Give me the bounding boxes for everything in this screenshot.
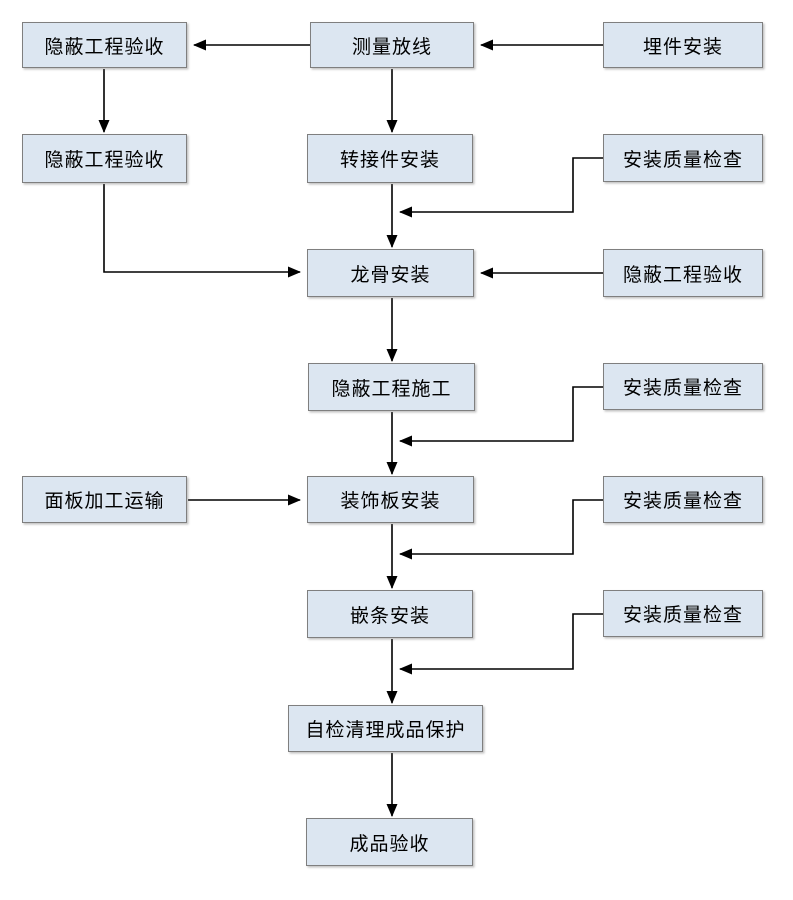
flow-node-hidden-work-acceptance-3: 隐蔽工程验收 <box>603 249 763 297</box>
flow-node-trim-strip-install: 嵌条安装 <box>307 590 473 638</box>
edge-check4-to-flowline <box>399 613 603 675</box>
flow-node-embed-install: 埋件安装 <box>603 22 763 68</box>
flow-node-hidden-work-acceptance-2: 隐蔽工程验收 <box>22 134 187 183</box>
flow-node-hidden-work-construction: 隐蔽工程施工 <box>308 363 475 411</box>
flow-node-decorative-panel-install: 装饰板安装 <box>307 476 474 523</box>
flow-node-finished-product-acceptance: 成品验收 <box>306 818 473 866</box>
flow-node-quality-check-2: 安装质量检查 <box>603 363 763 410</box>
edge-check2-to-flowline <box>399 386 603 447</box>
flow-node-quality-check-4: 安装质量检查 <box>603 590 763 637</box>
edge-acceptance2-to-keel <box>103 184 301 278</box>
flow-node-keel-install: 龙骨安装 <box>307 249 474 297</box>
flow-node-quality-check-3: 安装质量检查 <box>603 476 763 523</box>
flow-node-hidden-work-acceptance-1: 隐蔽工程验收 <box>22 22 187 68</box>
flow-node-adapter-install: 转接件安装 <box>307 134 473 183</box>
flow-node-quality-check-1: 安装质量检查 <box>603 134 763 182</box>
flow-node-panel-processing-transport: 面板加工运输 <box>22 476 187 523</box>
flow-node-survey-layout: 测量放线 <box>310 22 474 68</box>
edge-check1-to-flowline <box>399 157 603 218</box>
edge-check3-to-flowline <box>399 499 603 560</box>
flow-node-self-check-cleanup-protection: 自检清理成品保护 <box>288 705 483 752</box>
